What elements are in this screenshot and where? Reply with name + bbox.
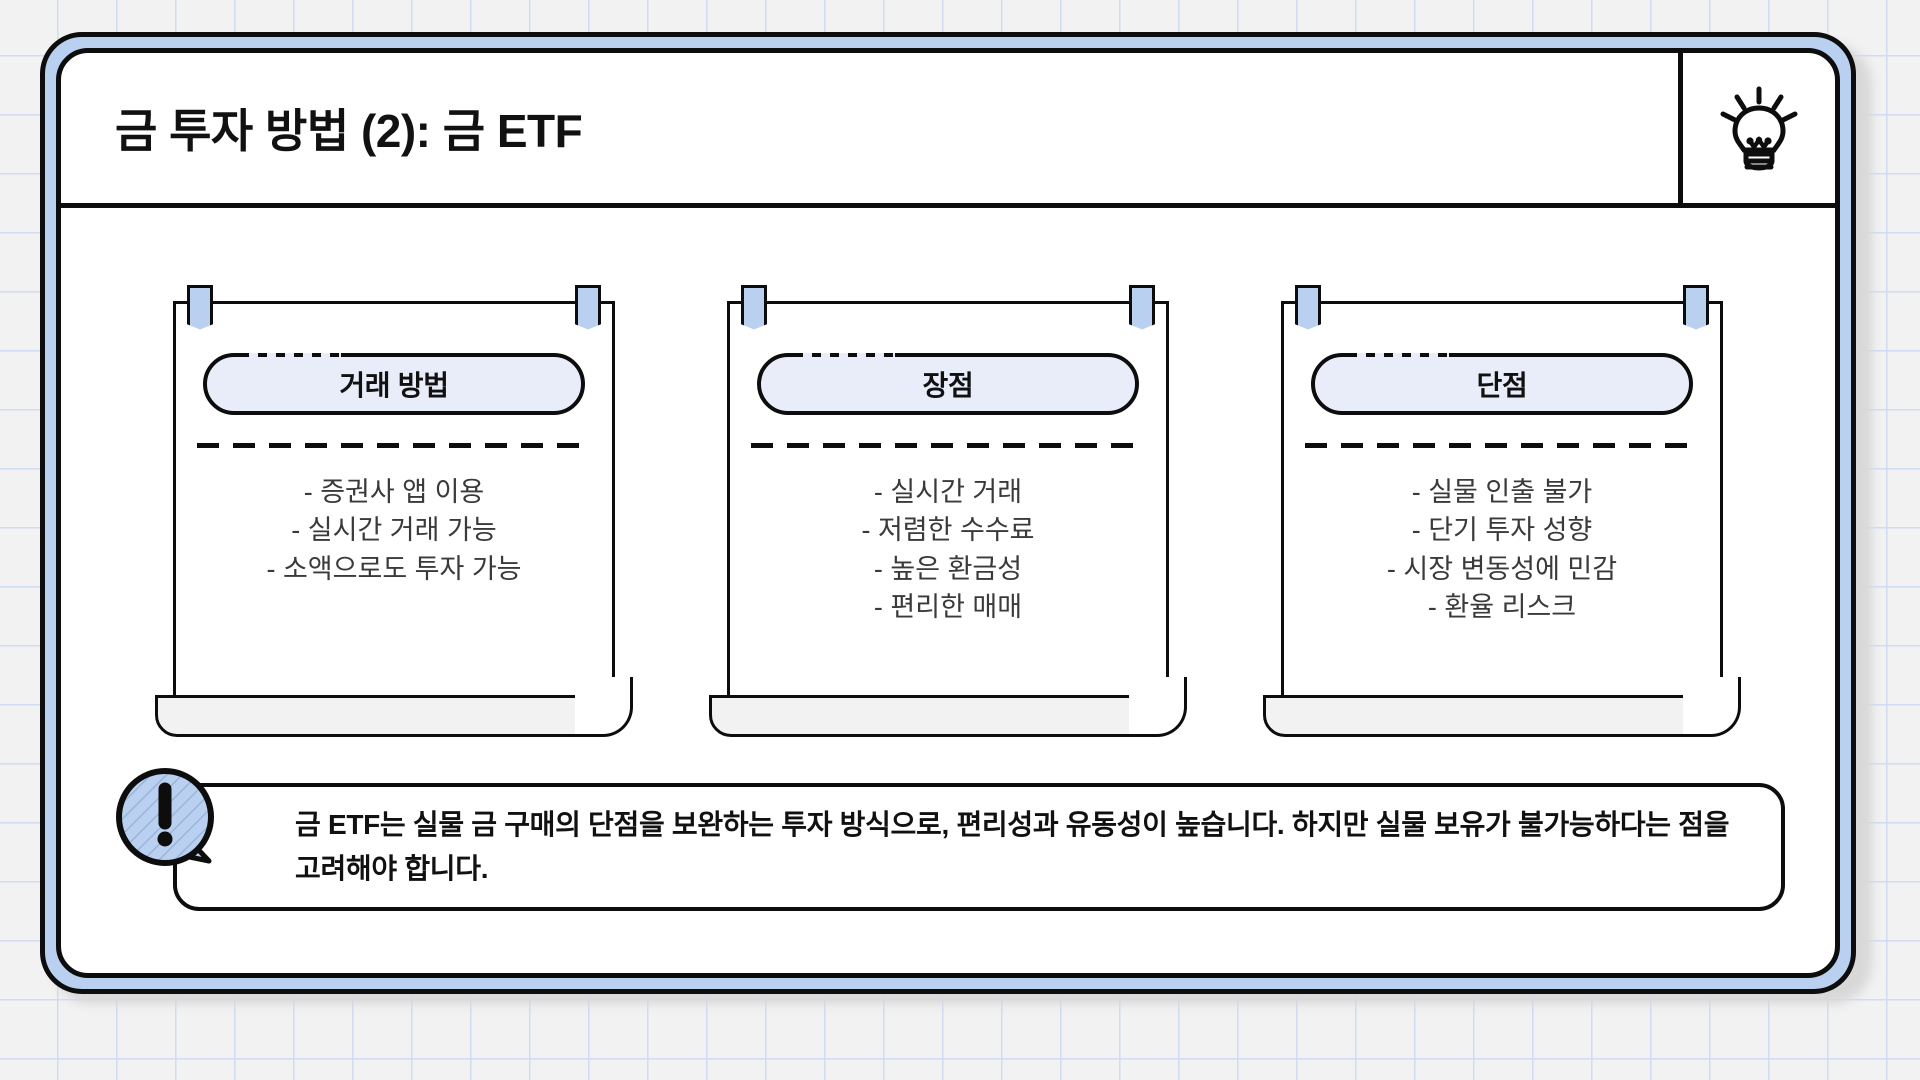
card-pill-dashed-gap: [1357, 352, 1449, 357]
list-item: - 실시간 거래: [873, 477, 1023, 507]
card-dashed-divider: [751, 443, 1145, 448]
list-item: - 실시간 거래 가능: [291, 515, 497, 546]
card-heading-pill: 단점: [1311, 352, 1693, 415]
card-heading-pill: 거래 방법: [203, 352, 585, 415]
slide-frame: 금 투자 방법 (2): 금 ETF: [40, 32, 1856, 994]
list-item: - 환율 리스크: [1427, 591, 1577, 622]
card-body: - 실시간 거래 - 저렴한 수수료 - 높은 환금성 - 편리한 매매: [739, 473, 1157, 626]
slide-header: 금 투자 방법 (2): 금 ETF: [61, 53, 1835, 208]
card-paper-curl-end: [575, 677, 633, 737]
card-dashed-divider: [197, 443, 591, 448]
card-pill-dashed-gap: [249, 352, 341, 357]
card-heading-label: 장점: [922, 370, 974, 401]
tape-strip-left: [187, 285, 213, 333]
card-dashed-divider: [1305, 443, 1699, 448]
list-item: - 저렴한 수수료: [861, 515, 1035, 546]
card-disadvantages: 단점 - 실물 인출 불가 - 단기 투자 성향 - 시장 변동성에 민감 - …: [1263, 285, 1741, 741]
list-item: - 편리한 매매: [873, 591, 1023, 622]
header-title-cell: 금 투자 방법 (2): 금 ETF: [61, 53, 1678, 203]
list-item: - 실물 인출 불가: [1411, 477, 1593, 507]
list-item: - 소액으로도 투자 가능: [266, 553, 522, 584]
callout-text: 금 ETF는 실물 금 구매의 단점을 보완하는 투자 방식으로, 편리성과 유…: [295, 808, 1730, 884]
list-item: - 높은 환금성: [873, 553, 1023, 584]
tape-strip-left: [741, 285, 767, 333]
card-paper-curl: [1263, 695, 1705, 737]
slide-panel: 금 투자 방법 (2): 금 ETF: [56, 48, 1840, 978]
card-paper-curl: [155, 695, 597, 737]
card-body: - 실물 인출 불가 - 단기 투자 성향 - 시장 변동성에 민감 - 환율 …: [1293, 473, 1711, 626]
list-item: - 증권사 앱 이용: [303, 477, 485, 507]
cards-row: 거래 방법 - 증권사 앱 이용 - 실시간 거래 가능 - 소액으로도 투자 …: [61, 203, 1835, 803]
callout-box: 금 ETF는 실물 금 구매의 단점을 보완하는 투자 방식으로, 편리성과 유…: [173, 783, 1785, 911]
card-paper-curl: [709, 695, 1151, 737]
card-heading-label: 단점: [1476, 370, 1528, 401]
list-item: - 시장 변동성에 민감: [1386, 553, 1618, 584]
tape-strip-right: [1129, 285, 1155, 333]
tape-strip-right: [1683, 285, 1709, 333]
card-advantages: 장점 - 실시간 거래 - 저렴한 수수료 - 높은 환금성 - 편리한 매매: [709, 285, 1187, 741]
card-paper-curl-end: [1683, 677, 1741, 737]
card-heading-pill: 장점: [757, 352, 1139, 415]
card-heading-label: 거래 방법: [339, 370, 449, 401]
lightbulb-icon: [1720, 85, 1798, 171]
card-pill-dashed-gap: [803, 352, 895, 357]
list-item: - 단기 투자 성향: [1411, 515, 1593, 546]
card-trading-method: 거래 방법 - 증권사 앱 이용 - 실시간 거래 가능 - 소액으로도 투자 …: [155, 285, 633, 741]
exclamation-icon: [113, 765, 225, 877]
card-body: - 증권사 앱 이용 - 실시간 거래 가능 - 소액으로도 투자 가능: [185, 473, 603, 588]
page-title: 금 투자 방법 (2): 금 ETF: [115, 105, 583, 157]
tape-strip-left: [1295, 285, 1321, 333]
card-paper-curl-end: [1129, 677, 1187, 737]
summary-callout: 금 ETF는 실물 금 구매의 단점을 보완하는 투자 방식으로, 편리성과 유…: [113, 765, 1785, 911]
header-icon-cell: [1678, 53, 1835, 203]
tape-strip-right: [575, 285, 601, 333]
